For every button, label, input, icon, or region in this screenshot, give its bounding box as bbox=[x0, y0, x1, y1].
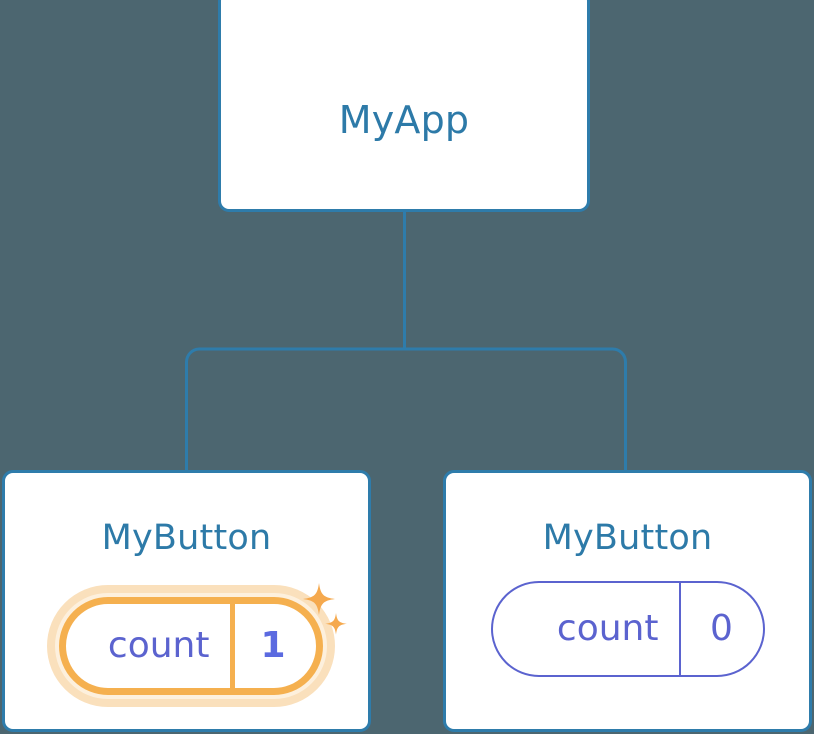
tree-node-root[interactable]: MyApp bbox=[218, 0, 590, 212]
root-node-title: MyApp bbox=[338, 98, 470, 142]
child-1-counter-label: count bbox=[556, 608, 659, 649]
child-0-counter-value: 1 bbox=[260, 625, 286, 666]
child-0-counter-highlight[interactable]: count 1 bbox=[37, 581, 347, 711]
child-0-counter-wrap: count 1 bbox=[5, 581, 368, 711]
tree-node-child-0[interactable]: MyButton count 1 bbox=[2, 470, 371, 732]
child-1-counter-value: 0 bbox=[710, 608, 733, 649]
edge-branch-right bbox=[404, 347, 627, 472]
child-1-counter-wrap: count 0 bbox=[446, 581, 809, 677]
child-0-counter-label: count bbox=[107, 625, 210, 666]
edge-branch-left bbox=[185, 347, 405, 472]
child-0-counter-value-cell: 1 bbox=[229, 604, 312, 688]
child-0-title: MyButton bbox=[101, 518, 272, 558]
child-1-counter-label-cell: count bbox=[493, 583, 679, 675]
child-1-title: MyButton bbox=[542, 518, 713, 558]
child-0-counter-pill[interactable]: count 1 bbox=[58, 597, 323, 695]
child-1-counter-pill[interactable]: count 0 bbox=[490, 581, 765, 677]
child-1-counter-value-cell: 0 bbox=[678, 583, 763, 675]
tree-node-child-1[interactable]: MyButton count 0 bbox=[443, 470, 812, 732]
child-0-counter-label-cell: count bbox=[66, 604, 230, 688]
